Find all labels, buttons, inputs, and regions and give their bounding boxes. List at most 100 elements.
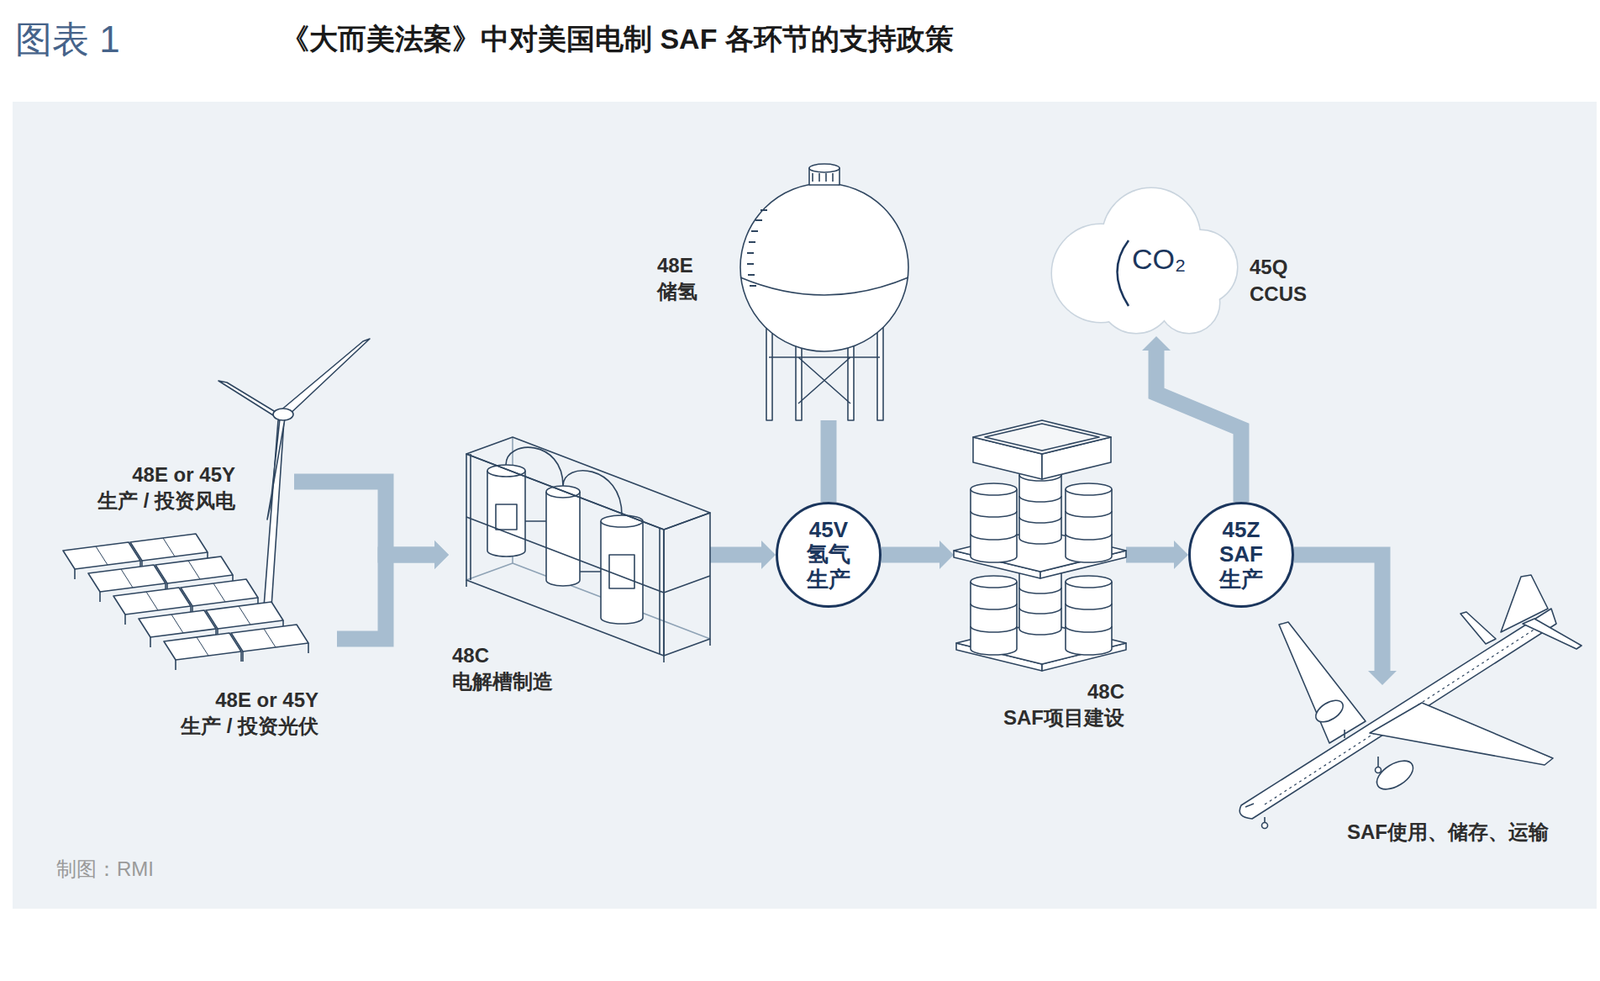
hydrogen-tank-part — [812, 173, 833, 182]
solar-panels-part — [74, 552, 309, 670]
chemical-formula: CO₂ — [1131, 242, 1186, 276]
saf-drum-stack-part — [956, 642, 1043, 671]
connector — [1294, 554, 1397, 685]
solar-panels-part — [88, 564, 166, 592]
credit-code: 48E or 45Y — [131, 461, 236, 488]
saf-drum-stack-part — [1065, 489, 1112, 563]
solar-panels-part — [113, 587, 191, 615]
saf-drum-stack-part — [1042, 436, 1111, 479]
connector — [1142, 336, 1242, 502]
connector-band — [881, 547, 941, 564]
stage-description: 生产 / 投资光伏 — [180, 712, 319, 739]
credit-code: 48E — [657, 252, 694, 279]
credit-circle: 45V氢气 生产 — [775, 501, 882, 608]
saf-drum-stack-part — [1065, 510, 1112, 540]
credit-code: 45Z — [1222, 517, 1261, 543]
cloud-outline-part — [1158, 272, 1220, 333]
electrolyzer-part — [600, 521, 643, 624]
saf-drum-stack-part — [1019, 567, 1062, 635]
stage-description: 电解槽制造 — [452, 668, 553, 695]
airplane-part — [1460, 611, 1496, 644]
connector — [336, 540, 449, 639]
wind-turbine — [218, 338, 370, 607]
airplane-part — [1375, 767, 1382, 774]
stage-description: 储氢 — [657, 278, 698, 305]
electrolyzer-node: 48C电解槽制造 — [448, 445, 711, 698]
connector-band — [1126, 547, 1175, 564]
hydrogen-tank-part — [809, 168, 840, 185]
cloud-outline — [1052, 188, 1237, 333]
saf-drum-stack-part — [973, 436, 1043, 479]
airplane-part — [1372, 754, 1418, 795]
figure-number: 图表 1 — [15, 15, 121, 65]
connector — [828, 420, 830, 502]
saf-drum-stack — [953, 420, 1127, 671]
source-note: 制图：RMI — [56, 855, 154, 883]
arrowhead — [434, 540, 449, 569]
connector-band — [710, 547, 763, 564]
stage-description: CCUS — [1249, 280, 1307, 307]
arrowhead — [939, 540, 954, 569]
electrolyzer-part — [466, 453, 711, 663]
credit-code: 48C — [1087, 678, 1125, 705]
solar-panels-part — [231, 624, 309, 652]
connector — [294, 481, 449, 569]
hydrogen-tank-part — [809, 163, 840, 173]
hydrogen-tank-part — [740, 277, 909, 295]
credit-code: 48E or 45Y — [215, 686, 319, 713]
wind-turbine-part — [263, 420, 285, 607]
saf-drum-stack-part — [1019, 495, 1062, 523]
airplane-part — [1262, 822, 1269, 829]
cloud-fill-part — [1158, 272, 1220, 333]
co2-cloud — [1052, 188, 1237, 333]
saf-drum-stack-part — [1065, 483, 1112, 495]
saf-drum-stack-part — [1065, 575, 1112, 588]
saf-drum-stack-part — [1065, 581, 1112, 655]
connector-band — [336, 554, 436, 639]
saf-drum-stack-part — [970, 510, 1017, 540]
background-panel — [12, 101, 1597, 909]
wind-turbine-part — [267, 418, 285, 520]
hydrogen-tank-part — [795, 327, 802, 421]
stage-description: SAF项目建设 — [1003, 704, 1125, 731]
saf-drum-stack-part — [1040, 550, 1127, 579]
cloud-fill — [1052, 188, 1237, 333]
saf-drum-stack-part — [956, 621, 1127, 664]
saf-drum-stack-part — [1019, 561, 1062, 574]
electrolyzer-part — [487, 464, 526, 477]
electrolyzer-part — [466, 453, 664, 656]
credit-code: 48C — [452, 642, 490, 669]
saf-drum-stack-part — [953, 529, 1127, 572]
arrowhead — [1368, 670, 1397, 685]
hydrogen-tank-part — [847, 327, 854, 421]
hydrogen-tank — [740, 163, 909, 421]
electrolyzer-part — [487, 470, 526, 557]
airplane-part — [1264, 729, 1379, 824]
arrowhead — [761, 540, 776, 569]
stage-description: 生产 / 投资风电 — [97, 487, 236, 514]
airplane-part — [1369, 702, 1553, 765]
solar-panels-part — [63, 542, 141, 569]
electrolyzer-part — [505, 447, 622, 572]
saf-use-node: SAF使用、储存、运输 — [1235, 684, 1585, 853]
solar-panels — [63, 533, 309, 670]
hydrogen-tank-part — [768, 357, 880, 404]
solar-panels-part — [155, 556, 233, 584]
hydrogen-tank-part — [740, 183, 909, 352]
stage-description: 45Q — [1249, 253, 1288, 280]
solar-panels-part — [95, 537, 276, 656]
saf-drum-stack-part — [973, 420, 1111, 454]
saf-drum-stack-part — [1065, 603, 1112, 632]
electrolyzer-part — [466, 436, 711, 530]
credit-description: 氢气 生产 — [801, 542, 856, 591]
solar-panels-part — [205, 601, 284, 629]
airplane-part — [1239, 608, 1557, 819]
airplane-part — [1311, 695, 1347, 727]
connector-band — [1294, 554, 1383, 672]
saf-drum-stack-part — [1042, 642, 1127, 671]
saf-drum-stack-part — [970, 581, 1017, 655]
saf-drum-stack-part — [1019, 474, 1062, 544]
wind-turbine-part — [218, 380, 280, 420]
saf-drum-stack-part — [970, 575, 1017, 588]
